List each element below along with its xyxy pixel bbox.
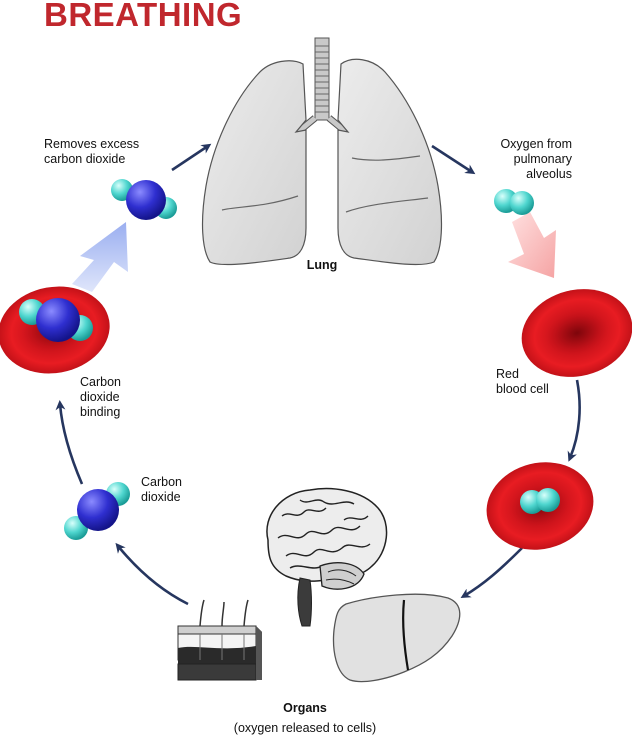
arrow-rbc-down bbox=[567, 379, 581, 462]
oxygen-in-rbc bbox=[520, 488, 560, 514]
red-blood-cell-right bbox=[521, 289, 632, 377]
organs-label: Organs bbox=[283, 701, 327, 715]
arrow-to-organs bbox=[460, 547, 523, 599]
trachea bbox=[295, 37, 349, 135]
oxygen-molecule bbox=[494, 189, 534, 215]
co2-binding-label: Carbon dioxide binding bbox=[80, 375, 121, 419]
co2-in-rbc bbox=[19, 298, 93, 342]
page-title: BREATHING bbox=[44, 0, 243, 33]
lung-illustration bbox=[201, 37, 443, 266]
lung-label: Lung bbox=[306, 258, 338, 272]
carbon-dioxide-label: Carbon dioxide bbox=[141, 475, 182, 504]
removes-co2-label: Removes excess carbon dioxide bbox=[44, 137, 140, 166]
co2-molecule-from-organs bbox=[64, 482, 130, 540]
arrow-co2-to-binding bbox=[55, 400, 84, 485]
co2-release-arrow bbox=[72, 222, 128, 292]
arrow-organs-to-co2 bbox=[115, 542, 189, 606]
liver-illustration bbox=[332, 593, 461, 683]
left-lung bbox=[201, 60, 307, 266]
organs-note-label: (oxygen released to cells) bbox=[233, 721, 377, 735]
skin-tissue-illustration bbox=[177, 599, 262, 681]
cycle-arrows bbox=[55, 143, 581, 606]
brain-illustration bbox=[266, 487, 388, 627]
arrow-lung-to-oxygen bbox=[431, 144, 476, 175]
right-lung bbox=[337, 58, 443, 266]
oxygen-uptake-arrow bbox=[508, 212, 556, 278]
arrow-co2-to-lung bbox=[171, 143, 212, 172]
oxygen-source-label: Oxygen from pulmonary alveolus bbox=[500, 137, 572, 181]
red-blood-cell-label: Red blood cell bbox=[496, 367, 549, 396]
co2-molecule-released bbox=[111, 179, 177, 220]
